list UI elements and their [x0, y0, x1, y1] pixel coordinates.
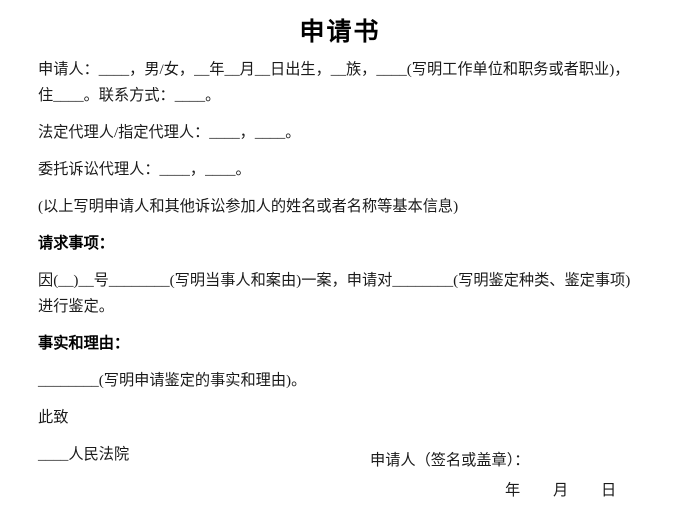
section-heading-request: 请求事项：	[38, 235, 114, 252]
paragraph-entrusted-agent: 委托诉讼代理人：____，____。	[38, 161, 251, 178]
date-year-label: 年	[505, 482, 521, 499]
paragraph-request-body: 因(__)__号________(写明当事人和案由)一案，申请对________…	[38, 272, 631, 315]
paragraph-legal-representative: 法定代理人/指定代理人：____，____。	[38, 124, 301, 141]
date-month-label: 月	[553, 482, 569, 499]
signature-block: 申请人（签名或盖章）： 年 月 日	[38, 448, 642, 504]
paragraph-facts-body: ________(写明申请鉴定的事实和理由)。	[38, 372, 307, 389]
signature-label: 申请人（签名或盖章）：	[370, 452, 530, 469]
section-heading-facts: 事实和理由：	[38, 335, 130, 352]
paragraph-closing-salutation: 此致	[38, 409, 69, 426]
document-body: 申请人：____，男/女，__年__月__日出生，__族，____(写明工作单位…	[38, 57, 642, 479]
paragraph-basic-info-note: (以上写明申请人和其他诉讼参加人的姓名或者名称等基本信息)	[38, 198, 459, 215]
date-day-label: 日	[601, 482, 617, 499]
paragraph-court-line: ____人民法院	[38, 446, 130, 463]
date-line: 年月日	[38, 478, 642, 504]
paragraph-applicant-info: 申请人：____，男/女，__年__月__日出生，__族，____(写明工作单位…	[38, 61, 630, 104]
page-title: 申请书	[299, 19, 381, 46]
